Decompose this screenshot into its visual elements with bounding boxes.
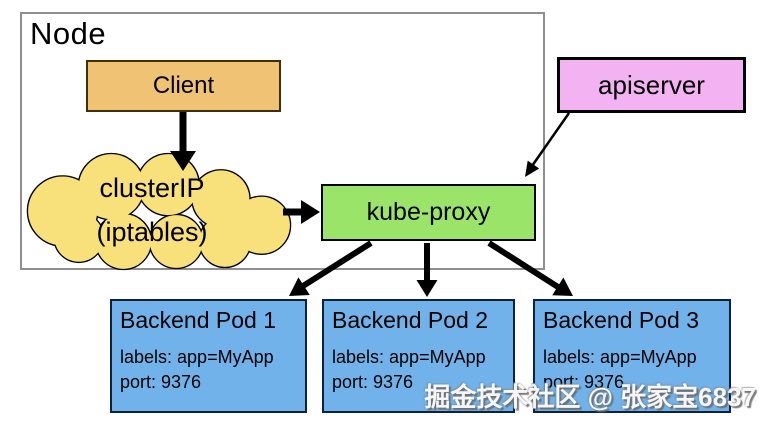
pod-2-meta: labels: app=MyApp port: 9376: [332, 345, 505, 395]
pod-2-port: port: 9376: [332, 372, 414, 392]
pod-2-title: Backend Pod 2: [332, 307, 489, 333]
kube-proxy-label: kube-proxy: [366, 198, 491, 226]
pod-3-labels: labels: app=MyApp: [543, 347, 697, 367]
pod-3-title: Backend Pod 3: [543, 307, 700, 333]
clusterip-line2: (iptables): [96, 217, 208, 247]
backend-pod-2-box: Backend Pod 2 labels: app=MyApp port: 93…: [322, 299, 515, 413]
pod-3-port: port: 9376: [543, 372, 625, 392]
client-label: Client: [152, 72, 215, 99]
watermark-text: 掘金技术社区 @ 张家宝6837: [424, 382, 756, 412]
kube-proxy-box: kube-proxy: [321, 184, 536, 241]
pod-3-meta: labels: app=MyApp port: 9376: [543, 345, 721, 395]
clusterip-line1: clusterIP: [99, 173, 205, 203]
apiserver-box: apiserver: [557, 57, 746, 113]
client-box: Client: [86, 60, 281, 112]
pod-1-title: Backend Pod 1: [120, 307, 277, 333]
pod-1-meta: labels: app=MyApp port: 9376: [120, 345, 297, 395]
clusterip-label: clusterIP (iptables): [72, 166, 232, 254]
node-title: Node: [30, 16, 107, 51]
backend-pod-1-box: Backend Pod 1 labels: app=MyApp port: 93…: [110, 299, 307, 413]
pod-1-labels: labels: app=MyApp: [120, 347, 274, 367]
pod-2-labels: labels: app=MyApp: [332, 347, 486, 367]
apiserver-label: apiserver: [598, 69, 705, 100]
backend-pod-3-box: Backend Pod 3 labels: app=MyApp port: 93…: [533, 299, 731, 413]
pod-1-port: port: 9376: [120, 372, 202, 392]
